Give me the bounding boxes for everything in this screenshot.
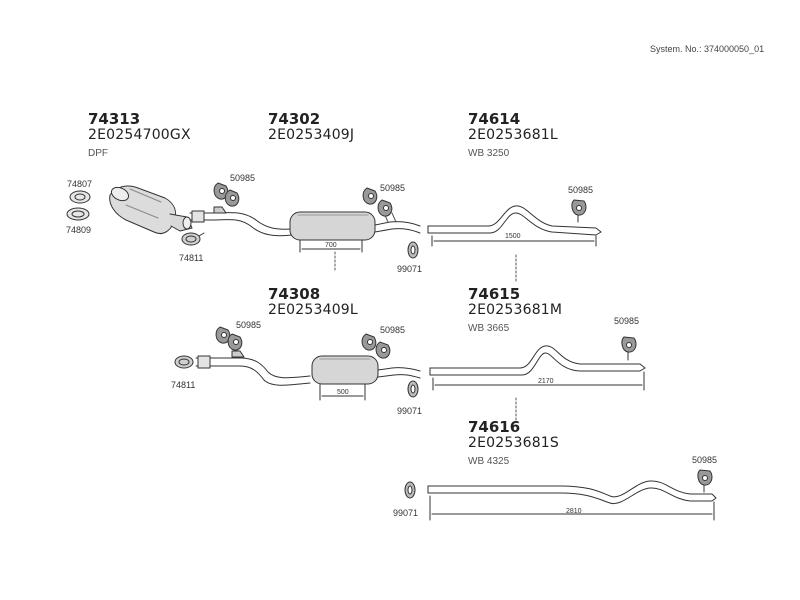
dpf-converter — [109, 185, 192, 234]
part-number-74308: 74308 — [268, 285, 321, 303]
part-number-74302: 74302 — [268, 110, 321, 128]
tag-74811: 74811 — [171, 380, 196, 390]
oe-number-74614: 2E0253681L — [468, 127, 558, 143]
part-number-74313: 74313 — [88, 110, 141, 128]
dimension-line-2810 — [430, 496, 714, 520]
front-pipe-74308 — [196, 351, 420, 385]
oe-number-74615: 2E0253681M — [468, 302, 563, 318]
part-number-74616: 74616 — [468, 418, 521, 436]
tail-pipe-74615 — [430, 346, 645, 375]
tag-74807: 74807 — [67, 179, 93, 189]
clamp-74811 — [182, 233, 204, 245]
hanger-50985-rear — [363, 188, 392, 216]
note-wb-3250: WB 3250 — [468, 148, 510, 159]
tag-74811: 74811 — [179, 253, 204, 263]
hanger-50985 — [214, 183, 239, 206]
tail-pipe-74614 — [428, 206, 601, 235]
clip-99071-row2 — [408, 381, 418, 397]
hanger-50985-row2-tail — [622, 337, 636, 360]
tag-50985: 50985 — [230, 173, 256, 183]
oe-number-74313: 2E0254700GX — [88, 127, 191, 143]
ring-74809 — [67, 208, 89, 220]
dimension-line-2170 — [433, 372, 644, 390]
tag-50985: 50985 — [236, 320, 262, 330]
dimension-500: 500 — [337, 389, 349, 396]
clamp-74811-row2 — [175, 356, 193, 368]
system-number: System. No.: 374000050_01 — [650, 44, 765, 54]
clip-99071-row3 — [405, 482, 415, 498]
dimension-line-500 — [320, 384, 365, 400]
clip-99071 — [408, 242, 418, 258]
dimension-2170: 2170 — [538, 378, 554, 385]
tail-pipe-74616 — [428, 481, 716, 504]
dimension-1500: 1500 — [505, 233, 521, 240]
tag-50985: 50985 — [568, 185, 594, 195]
dimension-700: 700 — [325, 242, 337, 249]
front-pipe-74302 — [190, 207, 420, 240]
hanger-50985-row2 — [216, 327, 242, 350]
hanger-50985-row2-rear — [362, 334, 390, 358]
tag-50985: 50985 — [380, 325, 406, 335]
dimension-line-700 — [300, 240, 362, 252]
tag-99071: 99071 — [397, 406, 423, 416]
oe-number-74302: 2E0253409J — [268, 127, 355, 143]
note-wb-3665: WB 3665 — [468, 323, 510, 334]
hanger-50985-tail — [572, 200, 586, 222]
tag-50985: 50985 — [614, 316, 640, 326]
part-number-74614: 74614 — [468, 110, 521, 128]
gasket-74807 — [70, 191, 90, 203]
note-wb-4325: WB 4325 — [468, 456, 510, 467]
tag-50985: 50985 — [380, 183, 406, 193]
oe-number-74616: 2E0253681S — [468, 435, 559, 451]
note-dpf: DPF — [88, 148, 108, 159]
oe-number-74308: 2E0253409L — [268, 302, 358, 318]
tag-50985: 50985 — [692, 455, 718, 465]
hanger-50985-row3 — [698, 470, 712, 492]
part-number-74615: 74615 — [468, 285, 521, 303]
tag-99071: 99071 — [397, 264, 423, 274]
tag-74809: 74809 — [66, 225, 92, 235]
tag-99071: 99071 — [393, 508, 419, 518]
dimension-line-1500 — [432, 236, 596, 246]
dimension-2810: 2810 — [566, 508, 582, 515]
